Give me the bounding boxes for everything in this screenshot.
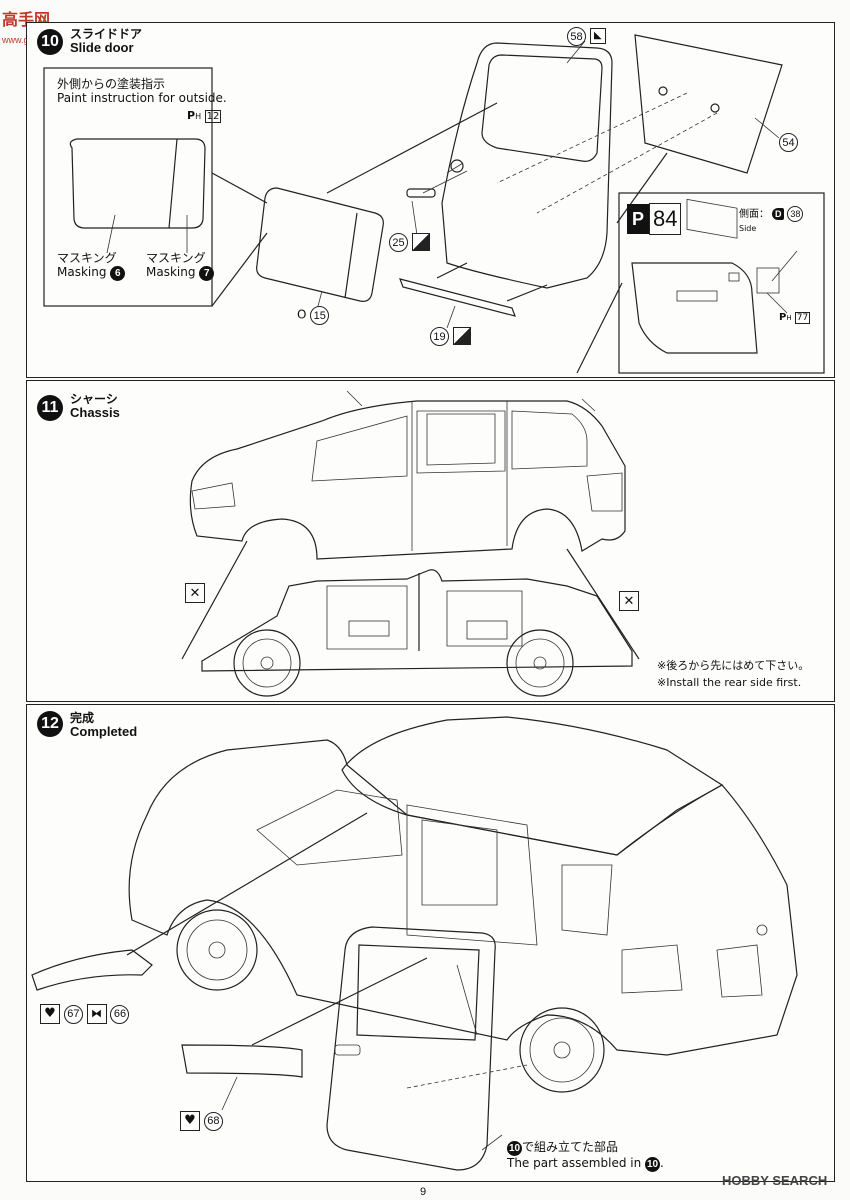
mask-left-jp: マスキング (57, 251, 117, 265)
front-wheel (176, 909, 258, 991)
part-68: ♥ 68 (180, 1111, 223, 1131)
mask-left-num: 6 (110, 266, 126, 281)
paint-chip-icon (411, 233, 430, 251)
heart-icon: ♥ (40, 1004, 60, 1024)
step-10-panel: 10 スライドドア Slide door 外側からの塗装指示 Paint ins… (26, 22, 835, 378)
detail-ph-letter: P (627, 204, 649, 234)
mask-left-en: Masking (57, 265, 107, 279)
clear-part-icon: ⧓ (86, 1004, 107, 1024)
part-58: 58 ◣ (567, 27, 606, 46)
part-o-num: 15 (310, 306, 330, 325)
part-54: 54 (779, 133, 798, 152)
rear-wheel (506, 629, 574, 697)
ph-letter: P (187, 109, 196, 122)
part-19: 19 (430, 327, 471, 346)
ph-number: 12 (204, 110, 222, 123)
assembled-jp: で組み立てた部品 (522, 1140, 619, 1154)
step-number: 12 (37, 711, 63, 737)
detail-ph-small-num: 77 (794, 312, 811, 324)
part-58-num: 58 (567, 27, 586, 46)
page-number: 9 (420, 1186, 427, 1198)
detail-d-num: 38 (787, 206, 804, 222)
step-10-drawing (43, 34, 825, 374)
heart-icon: ♥ (180, 1111, 200, 1131)
mask-right: マスキング Masking 7 (146, 251, 215, 281)
paint-ph-label: PH 12 (187, 109, 222, 123)
step-title-en: Slide door (70, 40, 134, 55)
note-jp: ※後ろから先にはめて下さい。 (657, 659, 810, 672)
mask-left: マスキング Masking 6 (57, 251, 126, 281)
hobby-search-watermark: HOBBY SEARCH (722, 1173, 828, 1188)
part-66-num: 66 (110, 1004, 130, 1024)
inset-title-jp: 外側からの塗装指示 (57, 77, 166, 91)
no-glue-icon-left: ✕ (185, 583, 205, 603)
assembled-ref-icon: 10 (507, 1141, 522, 1156)
part-25-num: 25 (389, 233, 408, 252)
assembled-ref-icon-2: 10 (645, 1157, 661, 1172)
detail-d: D (772, 208, 785, 220)
detail-ph-small: PH 77 (779, 312, 811, 324)
step-11-panel: 11 シャーシ Chassis ✕ ✕ ※後ろから先にはめて下さい。 ※Inst… (26, 380, 835, 702)
step-12-drawing (31, 716, 798, 1171)
detail-ph-num: 84 (649, 203, 682, 235)
mask-right-num: 7 (199, 266, 215, 281)
step-title-jp: 完成 (70, 711, 95, 725)
detail-side-en: Side (739, 224, 757, 233)
mask-right-en: Masking (146, 265, 196, 279)
paint-chip-icon (452, 327, 471, 345)
part-19-num: 19 (430, 327, 449, 346)
parts-67-66: ♥ 67 ⧓ 66 (40, 1004, 130, 1024)
inset-title-en: Paint instruction for outside. (57, 91, 227, 105)
step-title-jp: シャーシ (70, 392, 118, 406)
note-en: ※Install the rear side first. (657, 676, 802, 689)
front-wheel (233, 629, 301, 697)
part-68-num: 68 (203, 1111, 223, 1131)
detail-ph-big: P 84 (627, 203, 682, 235)
step-11-drawing (181, 390, 640, 697)
glue-icon: ◣ (589, 28, 606, 44)
mask-right-jp: マスキング (146, 251, 206, 265)
rear-wheel (519, 1007, 605, 1093)
part-67-num: 67 (63, 1004, 83, 1024)
step-title-jp: スライドドア (70, 27, 143, 41)
detail-side-jp: 側面： (739, 209, 769, 220)
no-glue-icon-right: ✕ (619, 591, 639, 611)
part-o-prefix: O (297, 307, 307, 322)
part-25: 25 (389, 233, 430, 252)
part-o15: O 15 (297, 306, 330, 325)
part-54-num: 54 (779, 133, 798, 152)
step-number: 10 (37, 29, 63, 55)
step-number: 11 (37, 395, 63, 421)
step-title-en: Completed (70, 724, 138, 739)
step-title-en: Chassis (70, 405, 120, 420)
detail-side: 側面： D 38 Side (739, 206, 804, 236)
assembled-en: The part assembled in (507, 1156, 642, 1170)
